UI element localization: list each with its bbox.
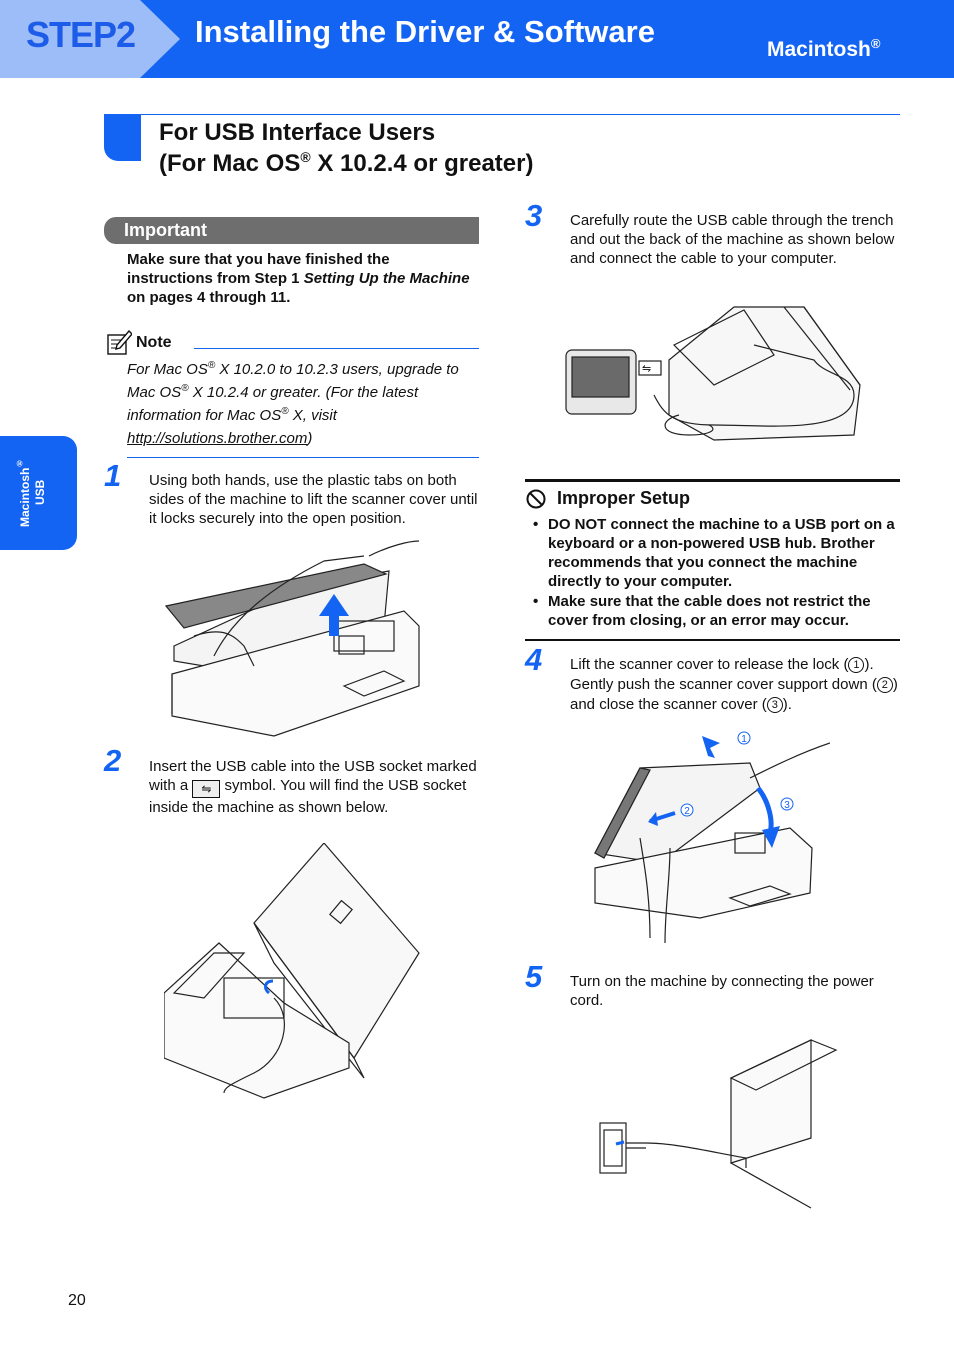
note-text: For Mac OS® X 10.2.0 to 10.2.3 users, up… [127,360,459,448]
improper-list: DO NOT connect the machine to a USB port… [533,515,901,631]
side-tab[interactable] [0,436,77,550]
os-label: Macintosh® [767,36,881,61]
svg-text:⇋: ⇋ [642,362,651,375]
important-bar [104,217,479,244]
step-3-text: Carefully route the USB cable through th… [570,212,895,267]
scanner-lift-figure [164,540,420,737]
section-title-line1: For USB Interface Users [159,119,436,146]
note-divider [194,348,479,349]
step-2-text: Insert the USB cable into the USB socket… [149,758,477,816]
improper-divider-bottom [525,639,900,641]
important-label: Important [124,220,207,240]
cable-route-figure: ⇋ [565,306,861,441]
note-divider-bottom [127,457,479,458]
section-marker [104,114,141,161]
step-5-number: 5 [525,959,543,994]
step-2-number: 2 [104,743,122,778]
step-5-text: Turn on the machine by connecting the po… [570,973,874,1009]
important-text: Make sure that you have finished the ins… [127,251,470,306]
improper-divider-top [525,479,900,482]
section-rule [104,114,900,115]
callout-1: 1 [848,657,865,673]
prohibited-icon [526,489,546,509]
step-1-text: Using both hands, use the plastic tabs o… [149,472,478,527]
callout-2-label: 2 [684,806,690,817]
step-4-number: 4 [525,642,543,677]
step-tab [0,0,180,78]
note-icon [107,330,132,355]
note-label: Note [136,334,172,351]
section-title-line2: (For Mac OS® X 10.2.4 or greater) [159,149,534,177]
step-4-text: Lift the scanner cover to release the lo… [570,656,898,713]
callout-3: 3 [766,697,783,713]
callout-2: 2 [876,677,893,693]
power-cord-figure [599,1039,838,1209]
side-tab-label: Macintosh®USB [15,458,47,527]
usb-symbol-icon: ⇋ [192,780,221,798]
callout-3-label: 3 [784,800,790,811]
step-1-number: 1 [104,458,122,493]
step-label: STEP2 [26,14,136,55]
page-number: 20 [68,1292,86,1309]
brother-solutions-link[interactable]: http://solutions.brother.com [127,430,308,447]
page-title: Installing the Driver & Software [195,14,655,49]
callout-1-label: 1 [741,734,747,745]
improper-setup-title: Improper Setup [557,488,691,508]
close-cover-figure: 1 2 3 [594,731,830,944]
improper-item: DO NOT connect the machine to a USB port… [533,515,901,591]
usb-socket-figure [164,843,420,1099]
improper-item: Make sure that the cable does not restri… [533,592,901,630]
step-3-number: 3 [525,198,543,233]
